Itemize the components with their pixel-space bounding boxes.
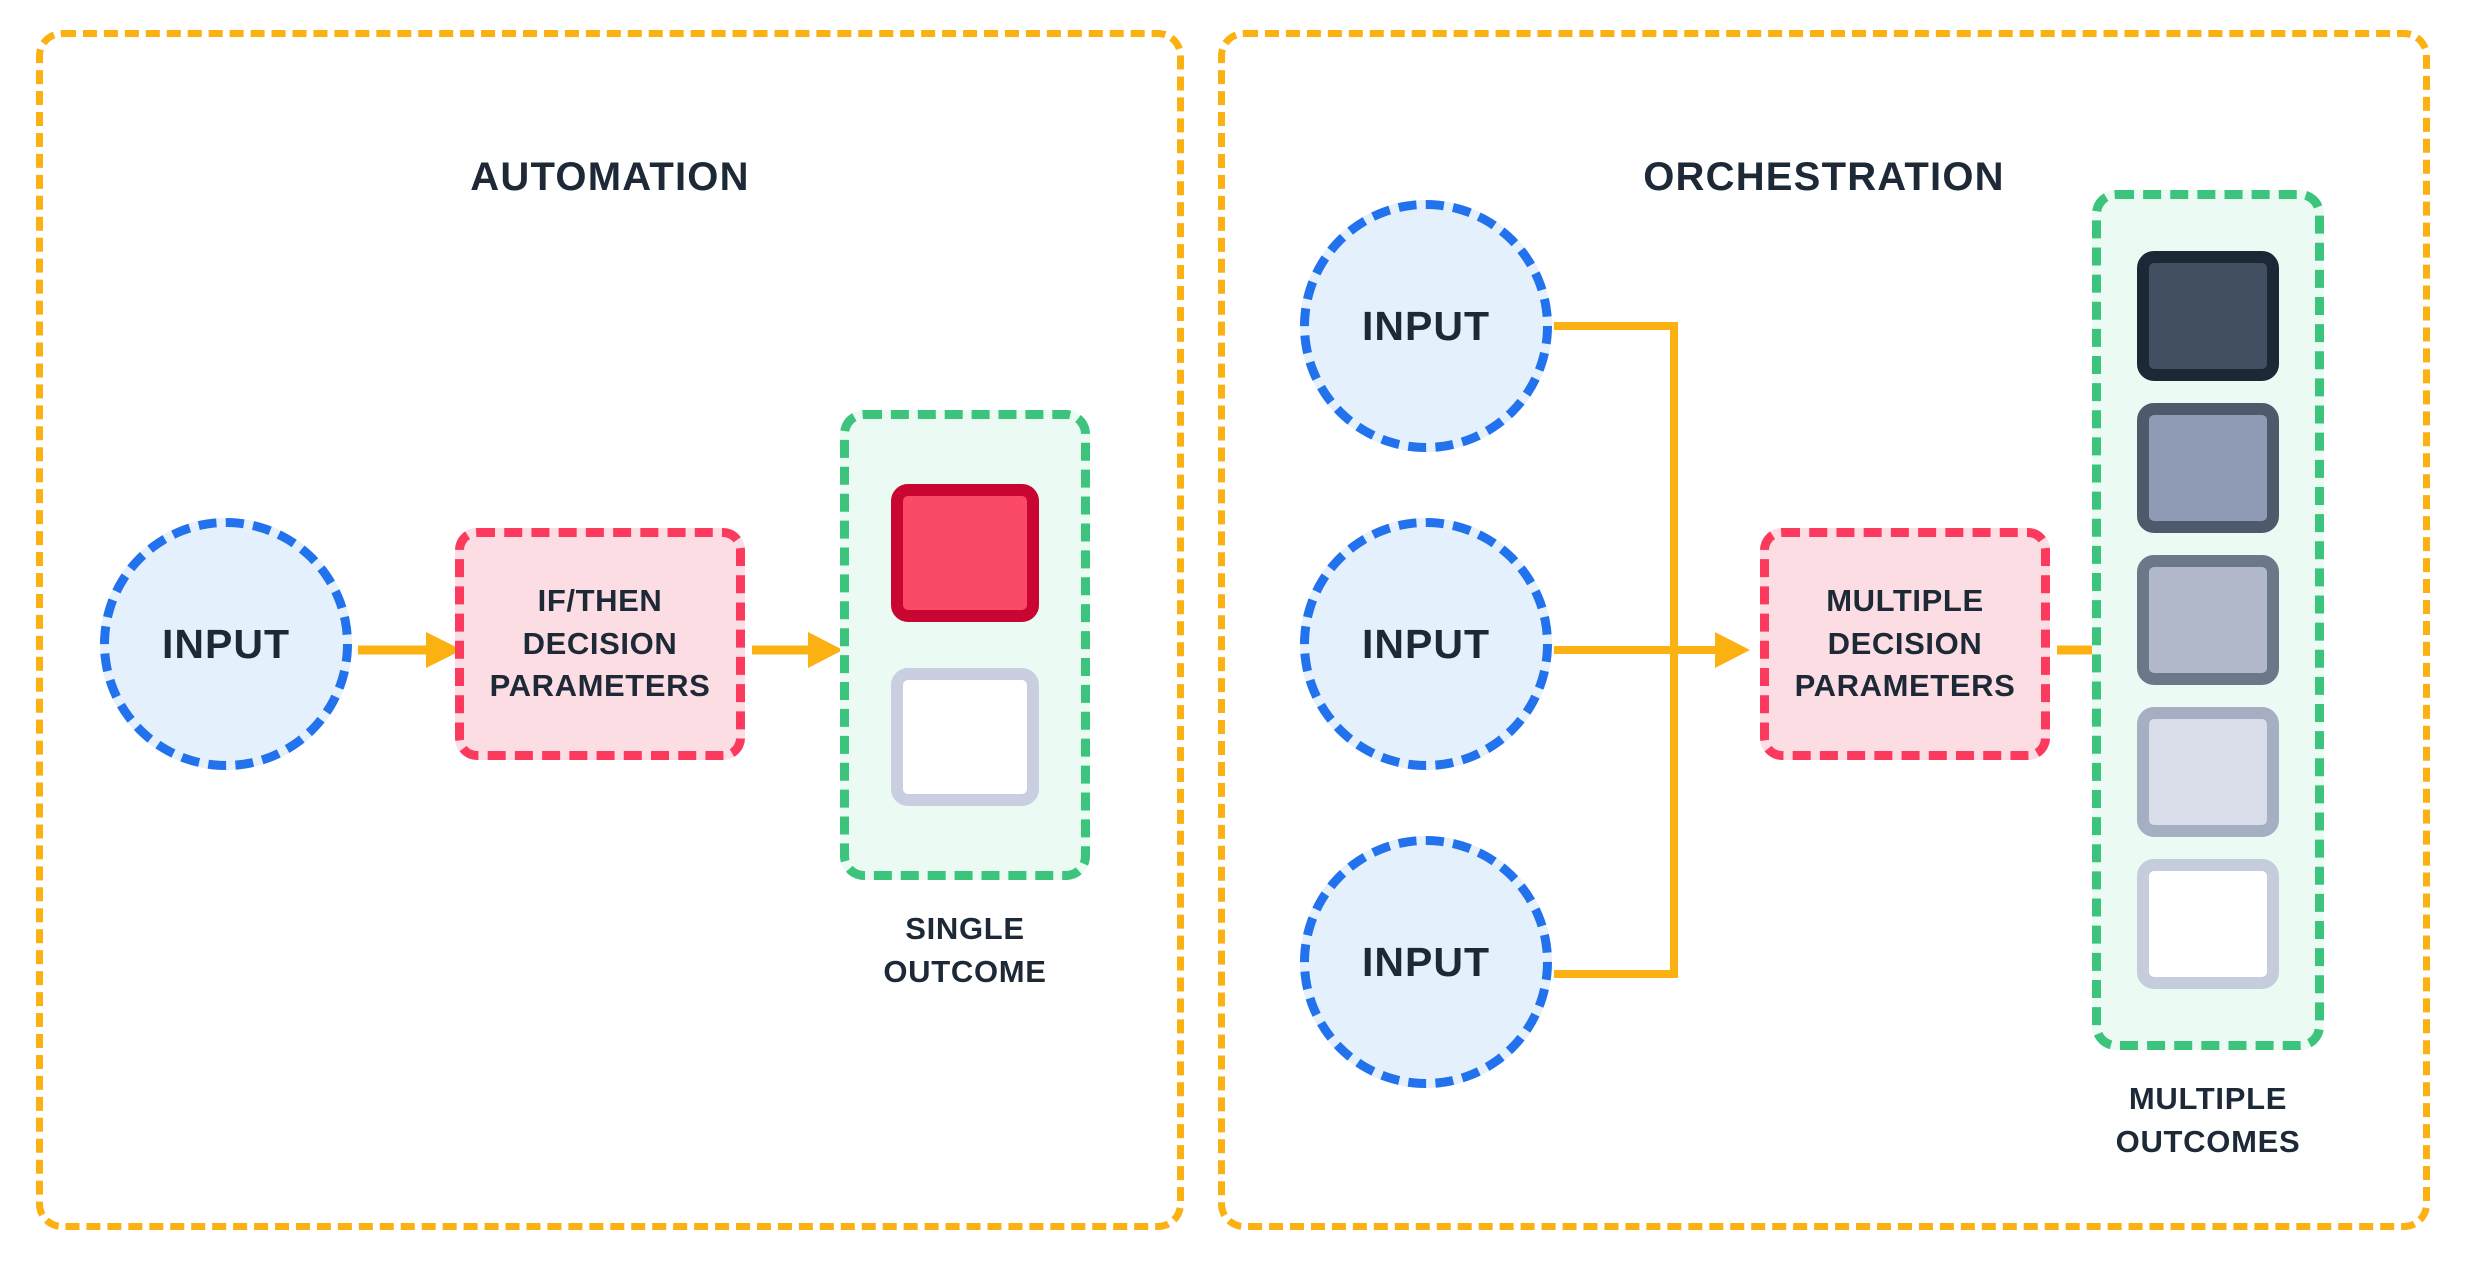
decision-line-2: DECISION xyxy=(522,625,678,661)
input-node-label: INPUT xyxy=(1362,302,1490,349)
outcome-caption-single: SINGLE OUTCOME xyxy=(840,908,1090,994)
decision-box-orchestration: MULTIPLE DECISION PARAMETERS xyxy=(1760,528,2050,760)
arrow-input-to-decision-automation xyxy=(358,632,462,668)
outcome-tile-white xyxy=(891,668,1039,806)
outcome-tile-5 xyxy=(2137,859,2279,989)
outcome-tile-2 xyxy=(2137,403,2279,533)
outcome-tile-red xyxy=(891,484,1039,622)
panel-title-automation: AUTOMATION xyxy=(470,155,750,199)
decision-line-3: PARAMETERS xyxy=(489,668,711,704)
outcome-container-multiple xyxy=(2092,190,2324,1050)
input-node-label: INPUT xyxy=(162,620,290,667)
decision-line-2: DECISION xyxy=(1827,625,1983,661)
outcome-tile-1 xyxy=(2137,251,2279,381)
outcome-container-single xyxy=(840,410,1090,880)
outcome-caption-line-2: OUTCOME xyxy=(883,953,1047,989)
input-node-orchestration-1: INPUT xyxy=(1300,200,1552,452)
arrow-decision-to-outcome-automation xyxy=(752,632,843,668)
outcome-caption-line-1: SINGLE xyxy=(905,911,1025,946)
input-node-label: INPUT xyxy=(1362,938,1490,985)
decision-line-1: IF/THEN xyxy=(537,582,663,618)
outcome-tile-3 xyxy=(2137,555,2279,685)
input-node-orchestration-2: INPUT xyxy=(1300,518,1552,770)
decision-line-1: MULTIPLE xyxy=(1826,582,1984,618)
outcome-caption-multiple: MULTIPLE OUTCOMES xyxy=(2078,1078,2338,1164)
decision-box-automation: IF/THEN DECISION PARAMETERS xyxy=(455,528,745,760)
panel-title-orchestration: ORCHESTRATION xyxy=(1643,155,2005,199)
decision-line-3: PARAMETERS xyxy=(1794,668,2016,704)
input-node-automation-1: INPUT xyxy=(100,518,352,770)
input-node-orchestration-3: INPUT xyxy=(1300,836,1552,1088)
input-node-label: INPUT xyxy=(1362,620,1490,667)
outcome-tile-4 xyxy=(2137,707,2279,837)
outcome-caption-line-2: OUTCOMES xyxy=(2115,1123,2301,1159)
outcome-caption-line-1: MULTIPLE xyxy=(2128,1081,2288,1116)
connector-inputs-merge-orchestration xyxy=(1554,322,1750,978)
